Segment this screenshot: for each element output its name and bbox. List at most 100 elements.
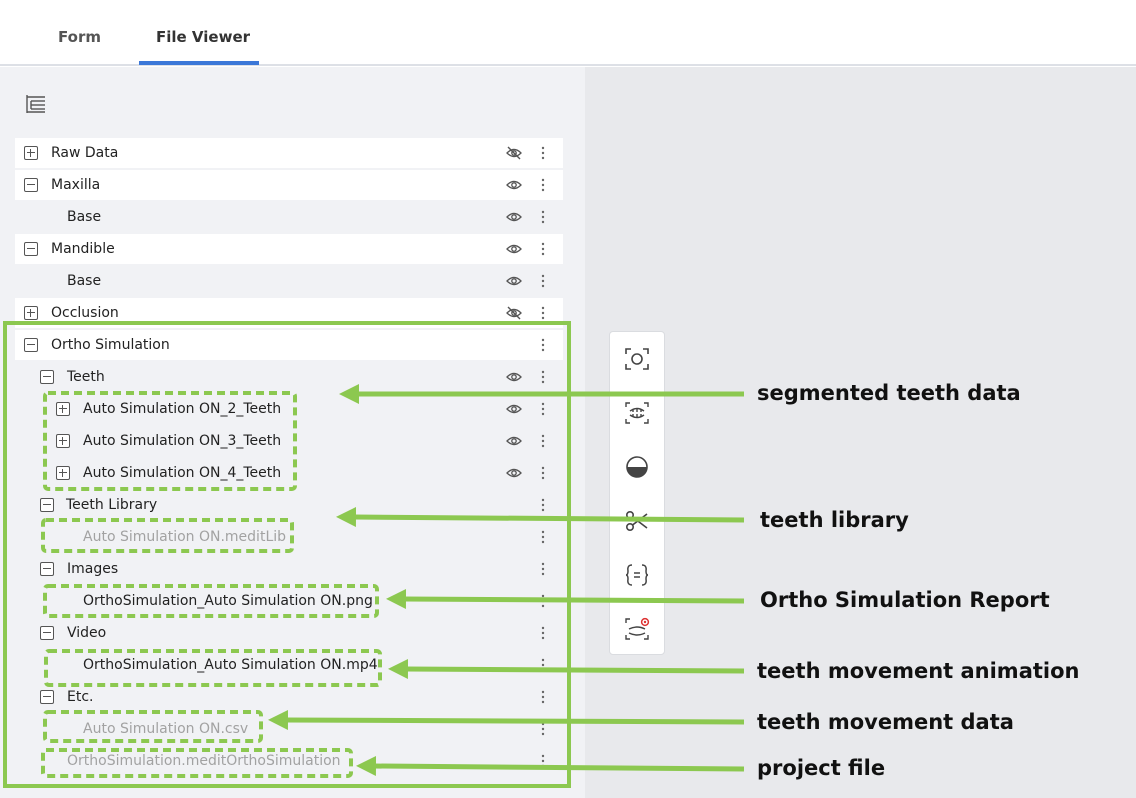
tree-item-occlusion[interactable]: Occlusion (15, 298, 563, 328)
tree-item-csv-file[interactable]: Auto Simulation ON.csv (15, 714, 563, 744)
collapse-icon[interactable] (40, 498, 54, 512)
eye-off-icon[interactable] (506, 146, 522, 160)
annotation-project-file: project file (757, 756, 886, 780)
collapse-icon[interactable] (24, 338, 38, 352)
tab-form[interactable]: Form (58, 28, 101, 46)
active-tab-indicator (139, 61, 259, 65)
kebab-menu-icon[interactable] (541, 210, 545, 224)
kebab-menu-icon[interactable] (541, 146, 545, 160)
tree-item-maxilla[interactable]: Maxilla (15, 170, 563, 200)
tree-item-teeth-3[interactable]: Auto Simulation ON_3_Teeth (15, 426, 563, 456)
annotation-teeth-library: teeth library (760, 508, 909, 532)
annotation-report: Ortho Simulation Report (760, 588, 1050, 612)
eye-icon[interactable] (506, 210, 522, 224)
annotation-segmented-teeth: segmented teeth data (757, 381, 1021, 405)
3d-viewport[interactable] (585, 67, 1136, 798)
kebab-menu-icon[interactable] (541, 562, 545, 576)
tree-item-maxilla-base[interactable]: Base (15, 202, 563, 232)
tree-item-teeth-2[interactable]: Auto Simulation ON_2_Teeth (15, 394, 563, 424)
collapse-icon[interactable] (24, 242, 38, 256)
tree-item-etc[interactable]: Etc. (15, 682, 563, 712)
eye-icon[interactable] (506, 274, 522, 288)
view-toolbar (609, 331, 665, 655)
kebab-menu-icon[interactable] (541, 434, 545, 448)
eye-icon[interactable] (506, 178, 522, 192)
eye-icon[interactable] (506, 370, 522, 384)
teeth-compare-icon[interactable] (624, 617, 650, 641)
tree-item-raw-data[interactable]: Raw Data (15, 138, 563, 168)
eye-icon[interactable] (506, 466, 522, 480)
kebab-menu-icon[interactable] (541, 242, 545, 256)
kebab-menu-icon[interactable] (541, 594, 545, 608)
kebab-menu-icon[interactable] (541, 722, 545, 736)
tree-item-label: Base (67, 273, 102, 289)
tab-file-viewer[interactable]: File Viewer (156, 28, 251, 46)
tree-item-label: Occlusion (51, 305, 119, 321)
tree-item-teeth[interactable]: Teeth (15, 362, 563, 392)
tree-item-label: Maxilla (51, 177, 101, 193)
tree-item-mandible-base[interactable]: Base (15, 266, 563, 296)
kebab-menu-icon[interactable] (541, 370, 545, 384)
bracket-icon[interactable] (624, 563, 650, 587)
tree-item-label: Etc. (67, 689, 94, 705)
eye-off-icon[interactable] (506, 306, 522, 320)
tree-item-label: OrthoSimulation_Auto Simulation ON.mp4 (83, 657, 378, 673)
kebab-menu-icon[interactable] (541, 338, 545, 352)
tree-item-video[interactable]: Video (15, 618, 563, 648)
tree-item-image-file[interactable]: OrthoSimulation_Auto Simulation ON.png (15, 586, 563, 616)
expand-icon[interactable] (56, 434, 70, 448)
annotation-movement-data: teeth movement data (757, 710, 1014, 734)
tree-item-label: OrthoSimulation_Auto Simulation ON.png (83, 593, 373, 609)
tree-item-label: Images (67, 561, 119, 577)
kebab-menu-icon[interactable] (541, 530, 545, 544)
kebab-menu-icon[interactable] (541, 626, 545, 640)
fit-view-icon[interactable] (624, 347, 650, 371)
eye-icon[interactable] (506, 402, 522, 416)
expand-icon[interactable] (56, 402, 70, 416)
kebab-menu-icon[interactable] (541, 306, 545, 320)
tree-item-label: Teeth (67, 369, 105, 385)
eye-icon[interactable] (506, 434, 522, 448)
tree-item-library-file[interactable]: Auto Simulation ON.meditLib (15, 522, 563, 552)
kebab-menu-icon[interactable] (541, 658, 545, 672)
tree-item-label: Ortho Simulation (51, 337, 170, 353)
expand-icon[interactable] (24, 306, 38, 320)
kebab-menu-icon[interactable] (541, 402, 545, 416)
eye-icon[interactable] (506, 242, 522, 256)
tree-item-teeth-4[interactable]: Auto Simulation ON_4_Teeth (15, 458, 563, 488)
tree-item-label: Base (67, 209, 102, 225)
tree-item-project-file[interactable]: OrthoSimulation.meditOrthoSimulation (15, 746, 563, 776)
kebab-menu-icon[interactable] (541, 690, 545, 704)
kebab-menu-icon[interactable] (541, 274, 545, 288)
collapse-icon[interactable] (40, 626, 54, 640)
kebab-menu-icon[interactable] (541, 466, 545, 480)
kebab-menu-icon[interactable] (541, 754, 545, 768)
tree-hierarchy-icon[interactable] (25, 94, 47, 114)
expand-icon[interactable] (56, 466, 70, 480)
expand-icon[interactable] (24, 146, 38, 160)
tree-item-label: Auto Simulation ON.meditLib (83, 529, 287, 545)
tree-item-mandible[interactable]: Mandible (15, 234, 563, 264)
annotation-animation: teeth movement animation (757, 659, 1080, 683)
tree-item-label: OrthoSimulation.meditOrthoSimulation (67, 753, 341, 769)
collapse-icon[interactable] (40, 562, 54, 576)
tree-item-label: Raw Data (51, 145, 119, 161)
collapse-icon[interactable] (40, 370, 54, 384)
kebab-menu-icon[interactable] (541, 178, 545, 192)
tree-item-ortho-simulation[interactable]: Ortho Simulation (15, 330, 563, 360)
tree-item-label: Mandible (51, 241, 115, 257)
tree-item-label: Auto Simulation ON.csv (83, 721, 249, 737)
tree-item-label: Auto Simulation ON_2_Teeth (83, 401, 282, 417)
tree-item-label: Teeth Library (66, 497, 158, 513)
tree-item-label: Video (67, 625, 107, 641)
tab-bar: Form File Viewer (0, 0, 1136, 66)
kebab-menu-icon[interactable] (541, 498, 545, 512)
occlusion-view-icon[interactable] (624, 401, 650, 425)
collapse-icon[interactable] (40, 690, 54, 704)
half-circle-icon[interactable] (624, 455, 650, 479)
tree-item-teeth-library[interactable]: Teeth Library (15, 490, 563, 520)
tree-item-video-file[interactable]: OrthoSimulation_Auto Simulation ON.mp4 (15, 650, 563, 680)
collapse-icon[interactable] (24, 178, 38, 192)
scissors-icon[interactable] (624, 509, 650, 533)
tree-item-images[interactable]: Images (15, 554, 563, 584)
